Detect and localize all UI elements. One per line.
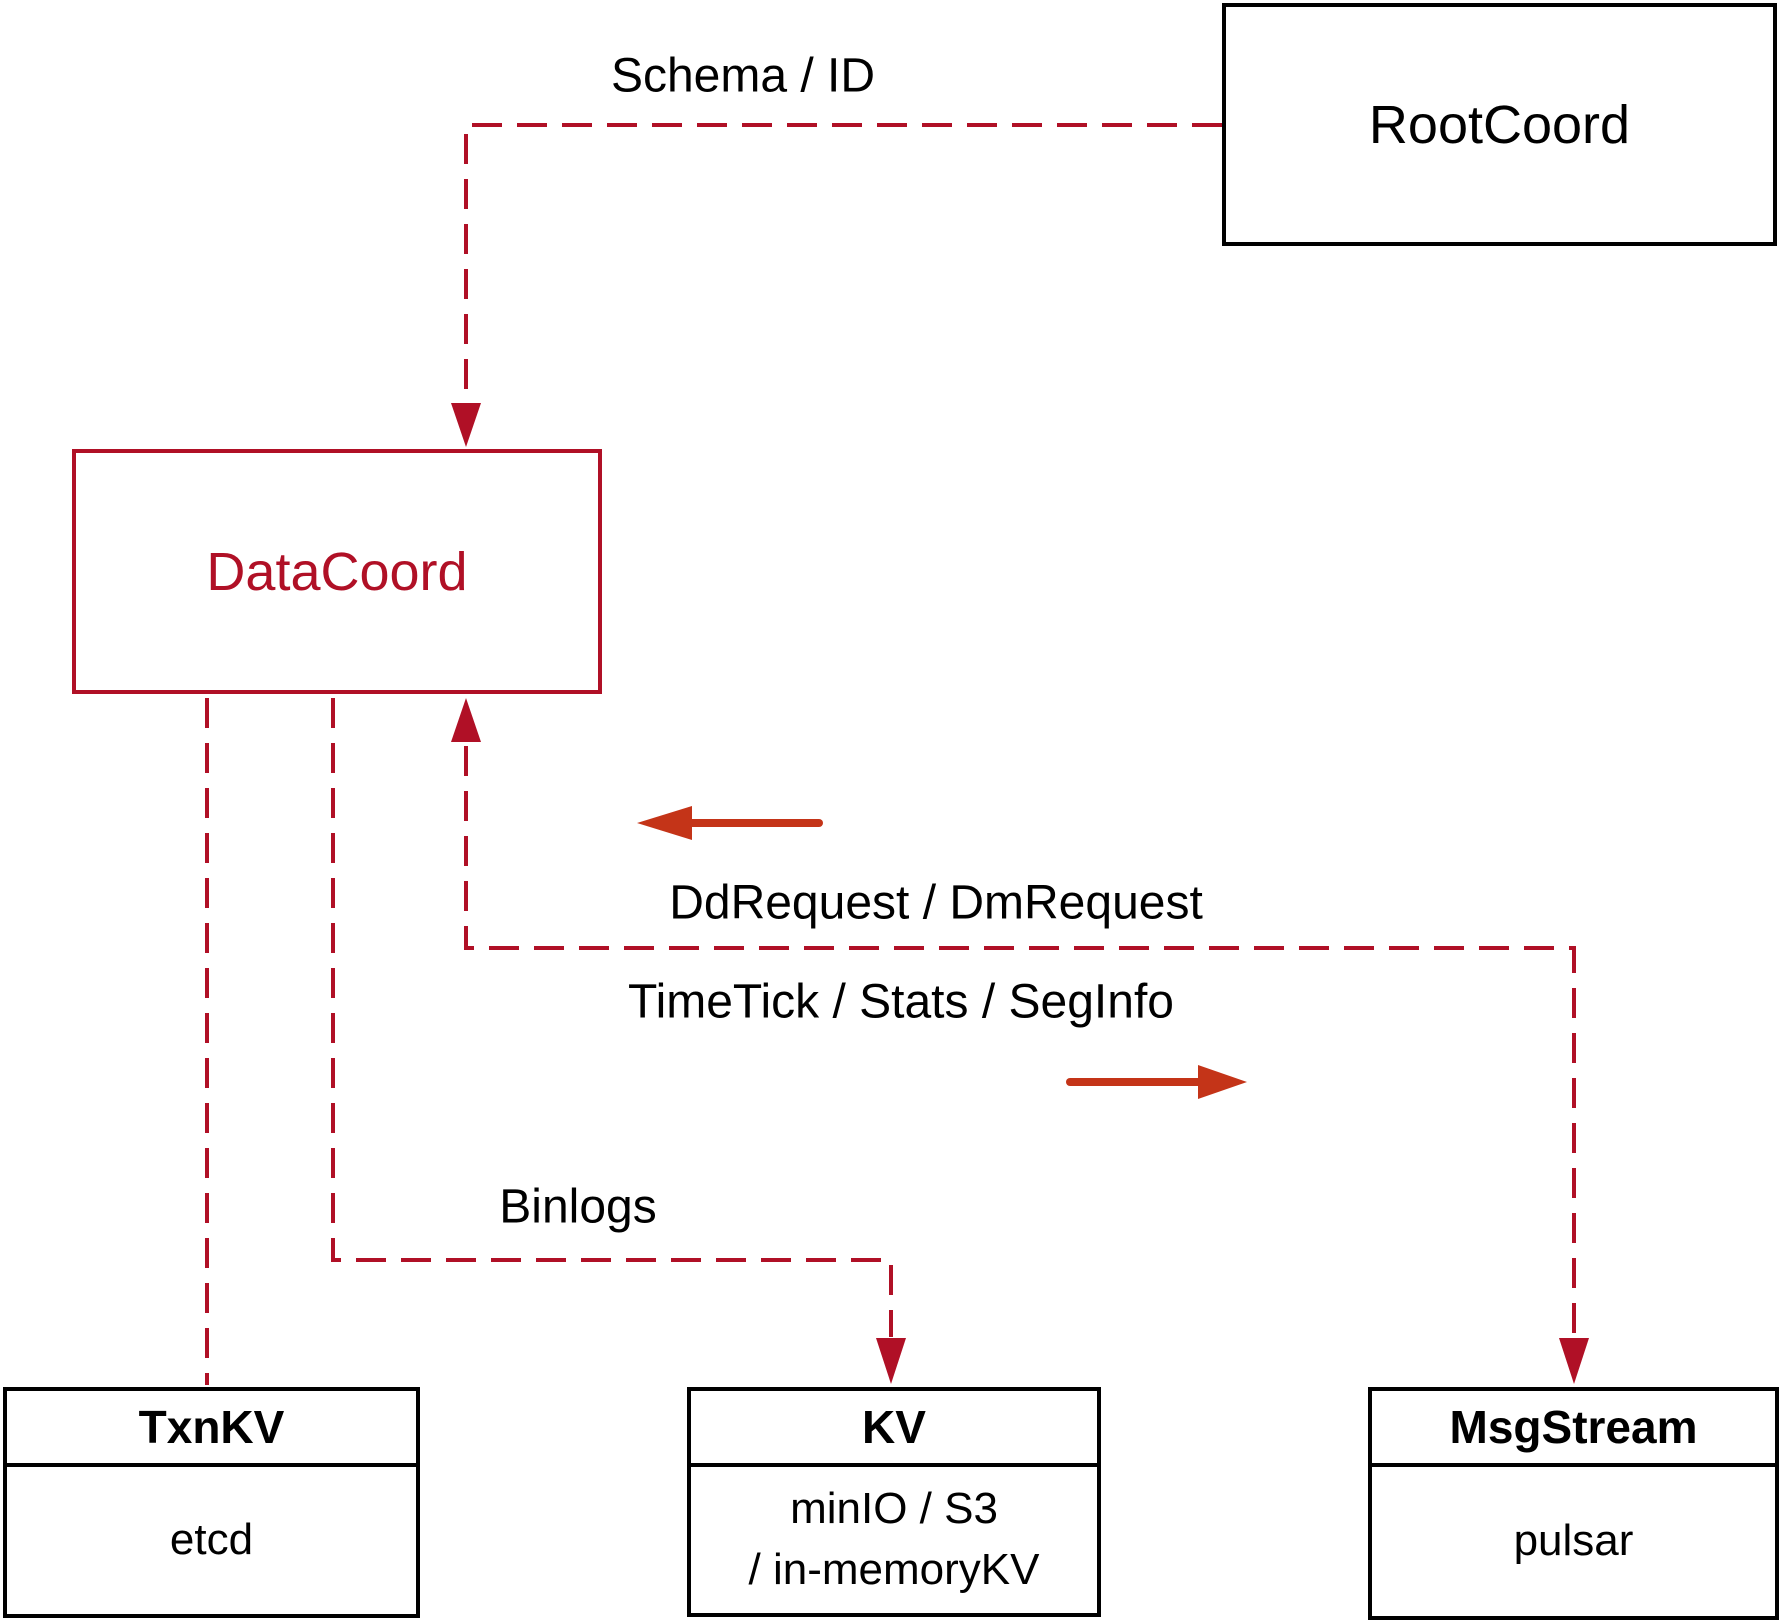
arrowhead-into-kv-icon [876,1338,906,1384]
node-txnkv: TxnKV etcd [3,1387,420,1618]
node-datacoord-label: DataCoord [206,541,468,602]
node-kv: KV minIO / S3 / in-memoryKV [687,1387,1101,1617]
edge-schema-id-path [464,123,1222,402]
left-direction-arrow-icon [637,806,823,840]
node-msgstream-header: MsgStream [1372,1391,1775,1467]
edge-label-ddrequest: DdRequest / DmRequest [669,876,1203,930]
edge-label-binlogs: Binlogs [499,1180,657,1234]
node-kv-title: KV [862,1401,926,1453]
node-datacoord: DataCoord [72,449,602,694]
edge-label-schema-id: Schema / ID [610,49,876,103]
node-rootcoord-label: RootCoord [1368,94,1631,155]
edge-binlogs-path [331,698,893,1337]
edge-label-timetick: TimeTick / Stats / SegInfo [628,975,1174,1029]
arrowhead-into-datacoord-top-icon [451,403,481,447]
node-msgstream-body: pulsar [1372,1467,1775,1616]
edge-timetick-msgstream-path [464,746,1576,1337]
node-rootcoord: RootCoord [1222,3,1777,246]
node-txnkv-header: TxnKV [7,1391,416,1467]
node-txnkv-title: TxnKV [138,1401,285,1453]
node-txnkv-body-text: etcd [169,1515,254,1565]
node-kv-header: KV [691,1391,1097,1467]
node-msgstream-body-text: pulsar [1513,1516,1634,1566]
node-kv-body-line2: / in-memoryKV [748,1545,1040,1594]
right-direction-arrow-icon [1066,1065,1247,1099]
arrowhead-into-datacoord-bottom-icon [451,698,481,742]
node-msgstream: MsgStream pulsar [1368,1387,1779,1620]
node-msgstream-title: MsgStream [1449,1401,1698,1453]
node-kv-body-line1: minIO / S3 [790,1484,998,1534]
node-txnkv-body: etcd [7,1467,416,1614]
node-kv-body: minIO / S3 / in-memoryKV [691,1467,1097,1613]
arrowhead-into-msgstream-icon [1559,1338,1589,1384]
